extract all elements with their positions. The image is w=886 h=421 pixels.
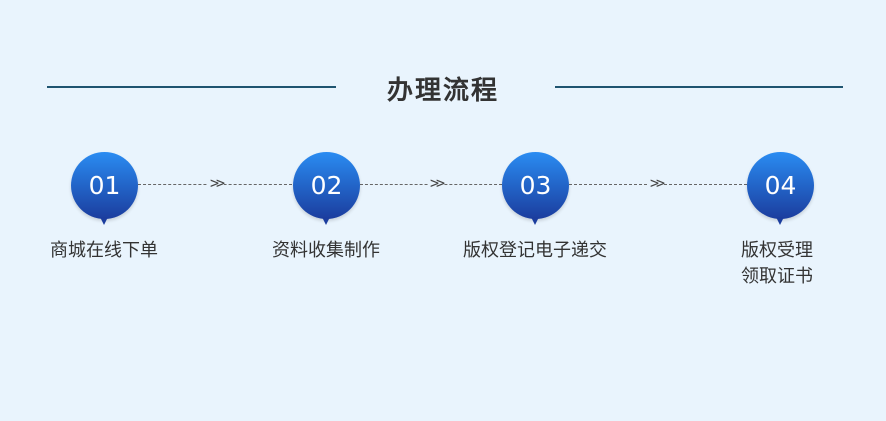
step-badge-1: 01	[71, 152, 138, 225]
title-divider-left	[47, 86, 336, 88]
step-label-2: 资料收集制作	[272, 240, 380, 261]
double-chevron-icon: >>	[208, 174, 225, 192]
double-chevron-icon: >>	[648, 174, 665, 192]
step-badge-3: 03	[502, 152, 569, 225]
double-chevron-icon: >>	[428, 174, 445, 192]
step-badge-2: 02	[293, 152, 360, 225]
step-label-4-line1: 版权受理	[741, 240, 813, 261]
section-title: 办理流程	[386, 76, 499, 106]
step-label-3: 版权登记电子递交	[463, 240, 607, 261]
step-label-1: 商城在线下单	[50, 240, 158, 261]
step-label-4: 版权受理 领取证书	[677, 238, 877, 290]
title-divider-right	[555, 86, 843, 88]
step-badge-4: 04	[747, 152, 814, 225]
step-label-4-line2: 领取证书	[741, 266, 813, 287]
